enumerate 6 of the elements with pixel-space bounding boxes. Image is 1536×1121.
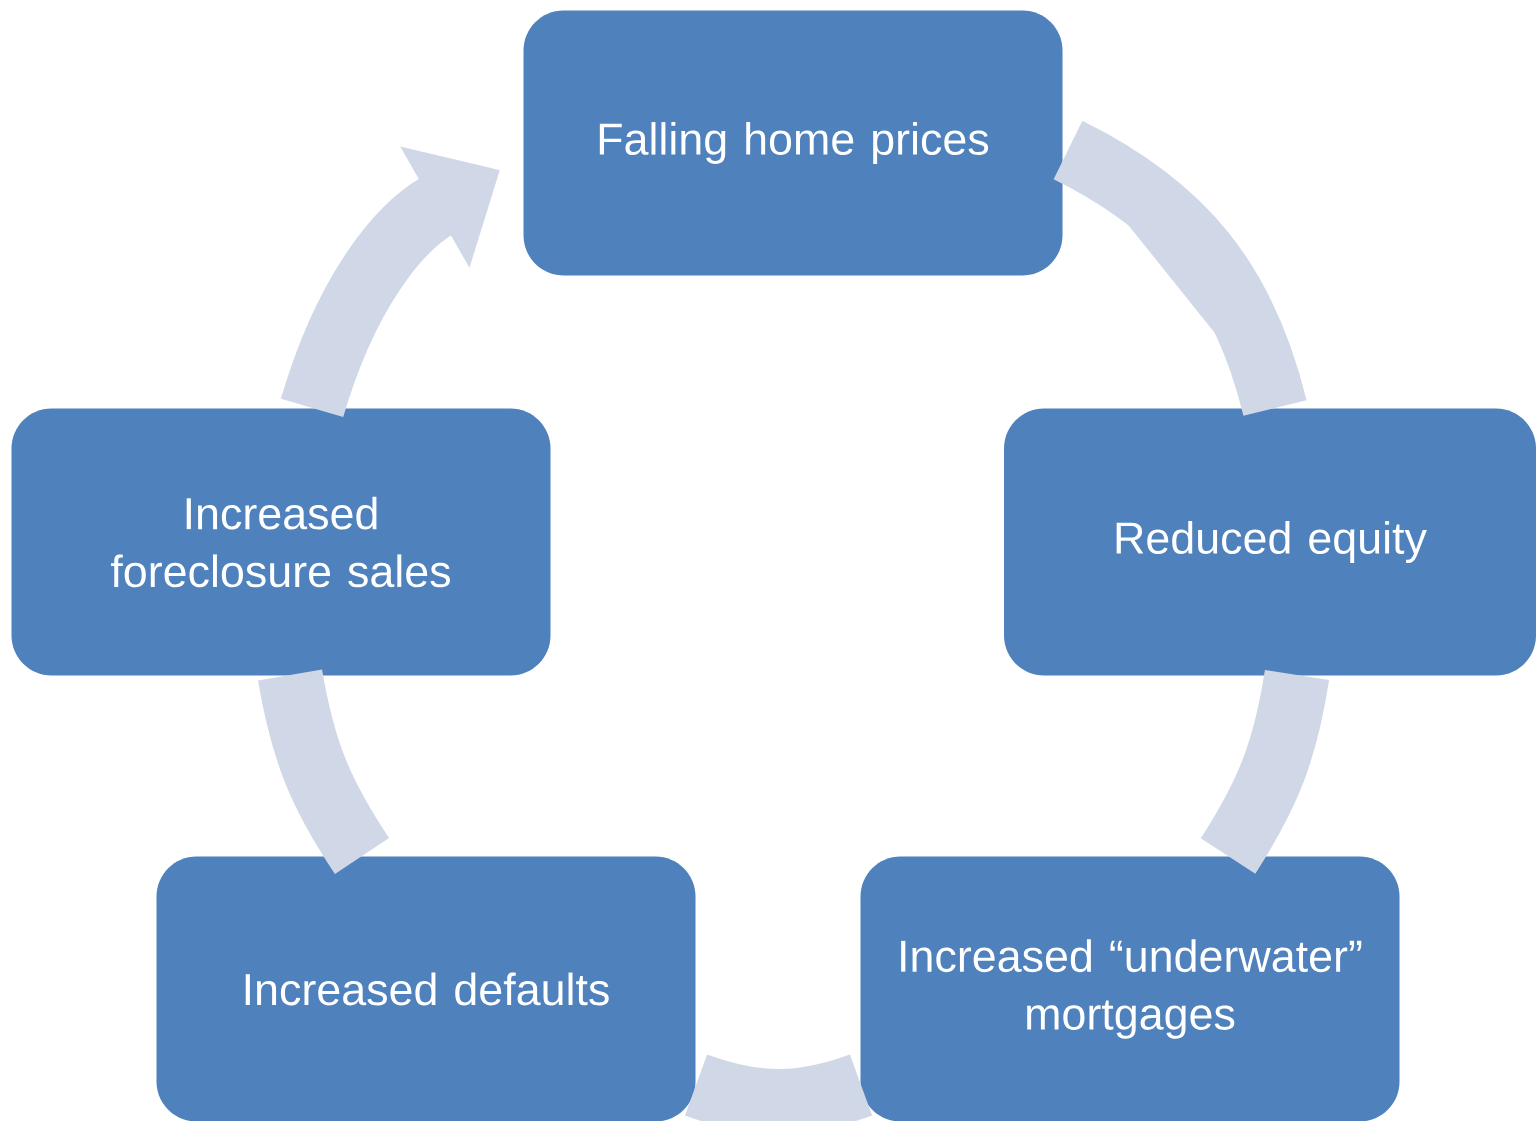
arrow bbox=[1052, 121, 1307, 417]
process-box: Increased “underwater” mortgages bbox=[860, 856, 1400, 1121]
process-box: Falling home prices bbox=[523, 10, 1063, 276]
process-box: Increased foreclosure sales bbox=[11, 408, 551, 676]
process-box: Reduced equity bbox=[1004, 408, 1536, 676]
process-box: Increased defaults bbox=[156, 856, 696, 1121]
